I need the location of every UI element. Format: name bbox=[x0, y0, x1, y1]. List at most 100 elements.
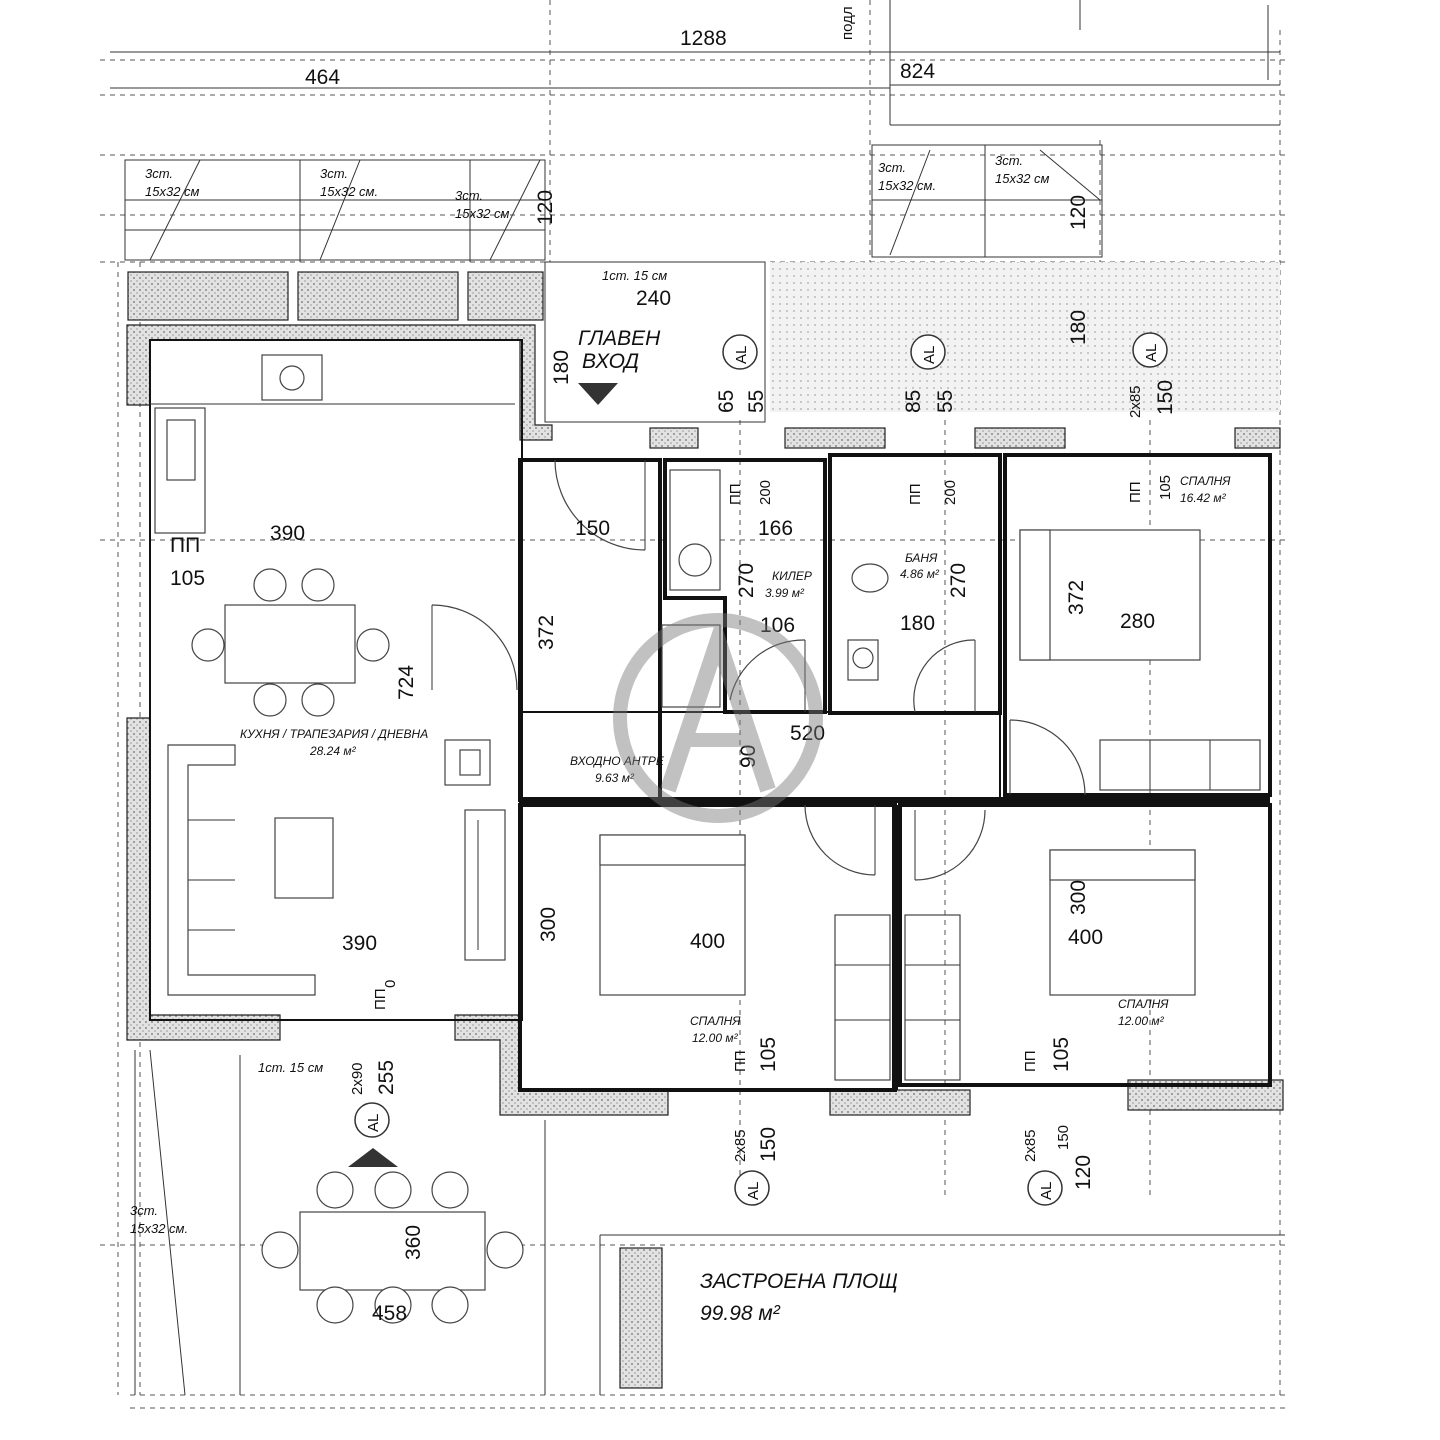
bath-area: 4.86 м² bbox=[900, 567, 940, 581]
win-2x85: 2x85 bbox=[1127, 385, 1144, 418]
win-120: 120 bbox=[1072, 1155, 1095, 1190]
al-tag-icon bbox=[734, 1170, 770, 1206]
pp-pantry: ПП bbox=[727, 483, 744, 505]
win-2x90: 2x90 bbox=[349, 1062, 366, 1095]
win-255: 255 bbox=[375, 1060, 398, 1095]
furniture bbox=[154, 354, 1261, 1324]
dim-pantry-door: 106 bbox=[760, 614, 795, 637]
hall-area: 9.63 м² bbox=[595, 771, 635, 785]
win-150: 150 bbox=[1154, 380, 1177, 415]
stair-note-5b: 15x32 см bbox=[995, 171, 1050, 186]
dim-stair-depth-right: 120 bbox=[1067, 195, 1090, 230]
dim-terrace-depth: 360 bbox=[402, 1225, 425, 1260]
dim-entrance-depth: 180 bbox=[550, 350, 573, 385]
dim-bed2-width: 400 bbox=[690, 930, 725, 953]
dim-bed3-depth: 300 bbox=[1067, 880, 1090, 915]
window-tags: 65 55 AL 85 55 AL 2x85 150 AL ПП 200 ПП … bbox=[170, 332, 1177, 1206]
pantry-name: КИЛЕР bbox=[772, 569, 812, 583]
bed3-area: 12.00 м² bbox=[1118, 1014, 1165, 1028]
front-stairs-right: 3ст. 15x32 см. 3ст. 15x32 см 120 bbox=[871, 144, 1103, 258]
al-tag-icon bbox=[1027, 1170, 1063, 1206]
entrance-label-1: ГЛАВЕН bbox=[578, 327, 661, 350]
pp-living: ПП bbox=[372, 988, 389, 1010]
pp-bed2-h: 105 bbox=[757, 1037, 780, 1072]
terrace: 1ст. 15 см 3ст. 15x32 см. 360 458 bbox=[130, 1049, 1285, 1396]
entrance-landing: 1ст. 15 см 240 180 ГЛАВЕН ВХОД bbox=[544, 261, 766, 423]
stair-note-1b: 15x32 см bbox=[145, 184, 200, 199]
dim-corridor-length: 520 bbox=[790, 722, 825, 745]
bed3-name: СПАЛНЯ bbox=[1118, 997, 1169, 1011]
built-area-value: 99.98 м² bbox=[700, 1302, 781, 1325]
pantry-area: 3.99 м² bbox=[765, 586, 805, 600]
dim-top-left: 464 bbox=[305, 66, 340, 89]
al-2: AL bbox=[921, 346, 938, 364]
stair-note-4a: 3ст. bbox=[878, 160, 906, 175]
al-6: AL bbox=[1038, 1182, 1055, 1200]
dim-bed2-depth: 300 bbox=[537, 907, 560, 942]
bed2-area: 12.00 м² bbox=[692, 1031, 739, 1045]
kitchen-name: КУХНЯ / ТРАПЕЗАРИЯ / ДНЕВНА bbox=[240, 727, 428, 741]
dim-corridor-width: 90 bbox=[737, 745, 760, 768]
stair-note-1a: 3ст. bbox=[145, 166, 173, 181]
kitchen-area: 28.24 м² bbox=[309, 744, 357, 758]
room-dimensions: 390 724 390 150 372 166 270 106 270 180 … bbox=[270, 310, 1155, 955]
pp-bed3-h: 105 bbox=[1050, 1037, 1073, 1072]
built-area: ЗАСТРОЕНА ПЛОЩ 99.98 м² bbox=[700, 1270, 898, 1325]
dim-bed1-length: 372 bbox=[1065, 580, 1088, 615]
dim-mid-180: 180 bbox=[1067, 310, 1090, 345]
pp-bath-h: 200 bbox=[942, 480, 959, 505]
planter-strip bbox=[127, 262, 1280, 412]
doors bbox=[431, 459, 1086, 881]
bath-name: БАНЯ bbox=[905, 551, 938, 565]
win-55b: 55 bbox=[934, 390, 957, 413]
construction-lines bbox=[100, 0, 1290, 1409]
dim-top-total: 1288 bbox=[680, 27, 727, 50]
stair-note-6b: 15x32 см. bbox=[130, 1221, 188, 1236]
stair-note-3a: 3ст. bbox=[455, 188, 483, 203]
dim-terrace-width: 458 bbox=[372, 1302, 407, 1325]
pp-kitchen: ПП bbox=[170, 534, 200, 557]
room-labels: КУХНЯ / ТРАПЕЗАРИЯ / ДНЕВНА 28.24 м² ВХО… bbox=[240, 474, 1231, 1045]
entrance-label-2: ВХОД bbox=[582, 350, 639, 373]
win-2x85c: 2x85 bbox=[1022, 1129, 1039, 1162]
step-note-top: 1ст. 15 см bbox=[602, 268, 667, 283]
dim-stair-depth: 120 bbox=[534, 190, 557, 225]
hall-name: ВХОДНО АНТРЕ bbox=[570, 754, 665, 768]
pp-living-h: 0 bbox=[382, 980, 399, 988]
stair-note-2b: 15x32 см. bbox=[320, 184, 378, 199]
dim-kitchen-width: 390 bbox=[270, 522, 305, 545]
al-tag-icon bbox=[722, 334, 758, 370]
bed1-name: СПАЛНЯ bbox=[1180, 474, 1231, 488]
dim-pantry-width: 166 bbox=[758, 517, 793, 540]
terrace-arrow-icon bbox=[348, 1148, 398, 1167]
dim-bath-width: 180 bbox=[900, 612, 935, 635]
pp-bed3: ПП bbox=[1022, 1050, 1039, 1072]
front-stairs-left: 3ст. 15x32 см 3ст. 15x32 см. 3ст. 15x32 … bbox=[124, 159, 557, 262]
dim-bath-length: 270 bbox=[947, 563, 970, 598]
pp-bath: ПП bbox=[907, 483, 924, 505]
stair-note-6a: 3ст. bbox=[130, 1203, 158, 1218]
dim-hall-width: 150 bbox=[575, 517, 610, 540]
al-tag-icon bbox=[1132, 332, 1168, 368]
win-150b: 150 bbox=[757, 1127, 780, 1162]
pp-kitchen-h: 105 bbox=[170, 567, 205, 590]
dim-kitchen-length: 724 bbox=[395, 665, 418, 700]
al-tag-icon bbox=[354, 1102, 390, 1138]
stair-note-2a: 3ст. bbox=[320, 166, 348, 181]
dim-living-width: 390 bbox=[342, 932, 377, 955]
pp-bed1-h: 105 bbox=[1157, 475, 1174, 500]
pp-bed1: ПП bbox=[1127, 481, 1144, 503]
al-1: AL bbox=[733, 346, 750, 364]
bed2-name: СПАЛНЯ bbox=[690, 1014, 741, 1028]
stair-note-5a: 3ст. bbox=[995, 153, 1023, 168]
top-dimension-chain: 1288 464 824 подл bbox=[110, 0, 1280, 126]
dim-bed1-width: 280 bbox=[1120, 610, 1155, 633]
interior-walls bbox=[149, 339, 1272, 1092]
al-3: AL bbox=[1143, 344, 1160, 362]
letter-a-circle-logo bbox=[613, 613, 823, 823]
win-150c: 150 bbox=[1055, 1125, 1072, 1150]
win-65: 65 bbox=[715, 390, 738, 413]
built-area-label: ЗАСТРОЕНА ПЛОЩ bbox=[700, 1270, 898, 1293]
al-5: AL bbox=[745, 1182, 762, 1200]
